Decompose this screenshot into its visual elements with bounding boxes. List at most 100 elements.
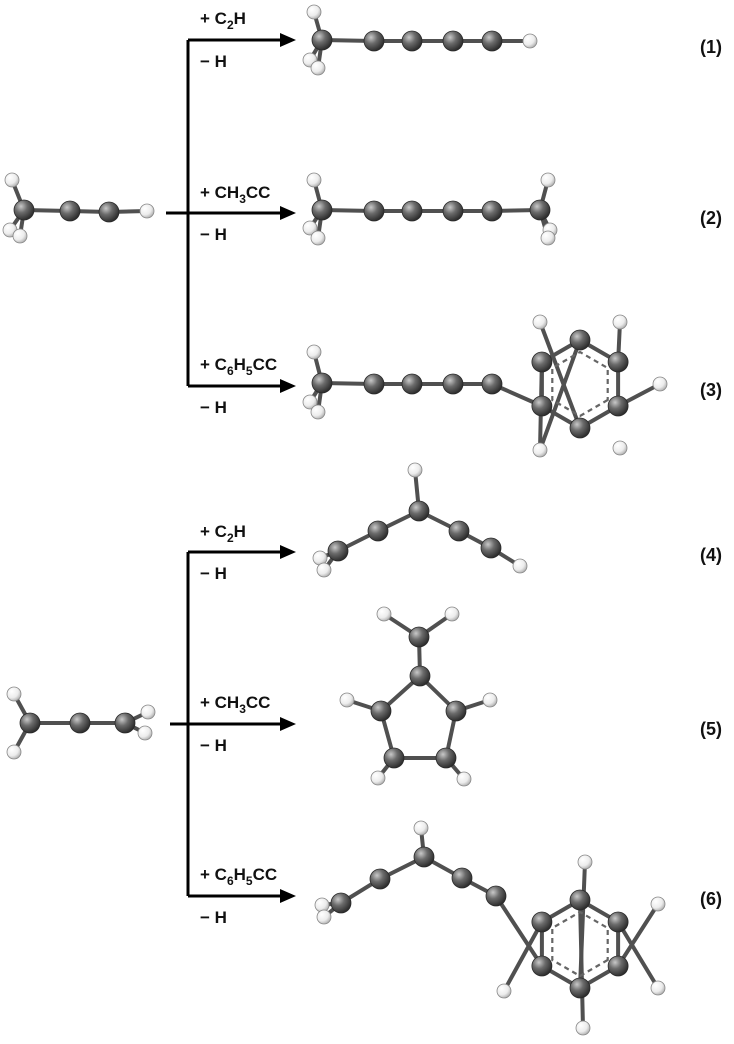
hydrogen-atom — [482, 692, 498, 708]
carbon-atom — [531, 955, 553, 977]
carbon-atom — [401, 373, 423, 395]
reaction-number-2: (2) — [700, 208, 722, 228]
carbon-atom — [370, 700, 392, 722]
svg-text:+ C2H: + C2H — [200, 522, 246, 545]
chemical-bond — [538, 338, 582, 452]
carbon-atom — [529, 199, 551, 221]
svg-text:+ C2H: + C2H — [200, 9, 246, 32]
carbon-atom — [451, 867, 473, 889]
product-molecule-1 — [302, 4, 538, 76]
carbon-atom — [311, 199, 333, 221]
carbon-atom — [114, 712, 136, 734]
carbon-atom — [409, 665, 431, 687]
hydrogen-atom — [456, 771, 472, 787]
reagent-label-3: + C6H5CC − H — [200, 355, 277, 417]
hydrogen-atom — [137, 725, 153, 741]
hydrogen-atom — [522, 33, 538, 49]
hydrogen-atom — [376, 606, 392, 622]
hydrogen-atom — [306, 172, 322, 188]
hydrogen-atom — [540, 230, 556, 246]
hydrogen-atom — [302, 220, 318, 236]
hydrogen-atom — [310, 404, 326, 420]
carbon-atom — [607, 911, 629, 933]
carbon-atom — [569, 889, 591, 911]
carbon-atom — [435, 747, 457, 769]
carbon-atom — [383, 747, 405, 769]
hydrogen-atom — [310, 60, 326, 76]
hydrogen-atom — [540, 172, 556, 188]
carbon-atom — [363, 200, 385, 222]
svg-text:+ C6H5CC: + C6H5CC — [200, 865, 277, 888]
reaction-number-6: (6) — [700, 889, 722, 909]
reagent-label-2: + CH3CC − H — [200, 183, 270, 244]
hydrogen-atom — [650, 980, 666, 996]
carbon-atom — [69, 712, 91, 734]
aromatic-ring-dashes — [551, 910, 609, 978]
chemical-bond — [538, 320, 582, 430]
carbon-atom — [448, 520, 470, 542]
reaction-number-1: (1) — [700, 37, 722, 57]
reagent-label-4: + C2H − H — [200, 522, 246, 583]
reaction-number-4: (4) — [700, 545, 722, 565]
carbon-atom — [531, 351, 553, 373]
carbon-atom — [531, 911, 553, 933]
reagent-label-6: + C6H5CC − H — [200, 865, 277, 927]
hydrogen-atom — [612, 314, 628, 330]
hydrogen-atom — [413, 820, 429, 836]
hydrogen-atom — [444, 606, 460, 622]
carbon-atom — [330, 892, 352, 914]
product-molecule-5 — [339, 606, 498, 787]
hydrogen-atom — [532, 442, 548, 458]
carbon-atom — [369, 868, 391, 890]
hydrogen-atom — [316, 909, 332, 925]
carbon-atom — [485, 885, 507, 907]
hydrogen-atom — [306, 344, 322, 360]
hydrogen-atom — [6, 686, 22, 702]
carbon-atom — [401, 200, 423, 222]
carbon-atom — [311, 29, 333, 51]
hydrogen-atom — [310, 230, 326, 246]
carbon-atom — [481, 373, 503, 395]
hydrogen-atom — [577, 854, 593, 870]
carbon-atom — [408, 626, 430, 648]
carbon-atom — [607, 955, 629, 977]
carbon-atom — [569, 977, 591, 999]
carbon-atom — [607, 351, 629, 373]
svg-text:+ CH3CC: + CH3CC — [200, 183, 270, 206]
hydrogen-atom — [650, 896, 666, 912]
product-molecule-6 — [314, 820, 666, 1036]
carbon-atom — [363, 30, 385, 52]
carbon-atom — [442, 200, 464, 222]
bond-layer — [320, 826, 660, 1030]
carbon-atom — [442, 30, 464, 52]
hydrogen-atom — [370, 770, 386, 786]
loss-label-1: − H — [200, 52, 227, 71]
loss-label-3: − H — [200, 398, 227, 417]
hydrogen-atom — [4, 172, 20, 188]
hydrogen-atom — [339, 692, 355, 708]
chemical-bond — [578, 898, 585, 1030]
carbon-atom — [98, 201, 120, 223]
carbon-atom — [367, 520, 389, 542]
carbon-atom — [59, 200, 81, 222]
reagent-label-1: + C2H − H — [200, 9, 246, 71]
reactant-molecule-allene — [6, 686, 156, 760]
product-molecule-3 — [302, 314, 668, 458]
carbon-atom — [481, 200, 503, 222]
hydrogen-atom — [575, 1020, 591, 1036]
chemical-bond — [616, 902, 660, 968]
chemical-bond — [494, 894, 544, 968]
loss-label-2: − H — [200, 225, 227, 244]
carbon-atom — [607, 395, 629, 417]
hydrogen-atom — [612, 440, 628, 456]
arrow-tree-bottom — [170, 545, 296, 903]
carbon-atom — [569, 329, 591, 351]
loss-label-4: − H — [200, 564, 227, 583]
carbon-atom — [481, 30, 503, 52]
reactant-molecule-methylacetylene — [2, 172, 155, 244]
carbon-atom — [408, 500, 430, 522]
carbon-atom — [311, 372, 333, 394]
hydrogen-atom — [496, 983, 512, 999]
loss-label-6: − H — [200, 908, 227, 927]
